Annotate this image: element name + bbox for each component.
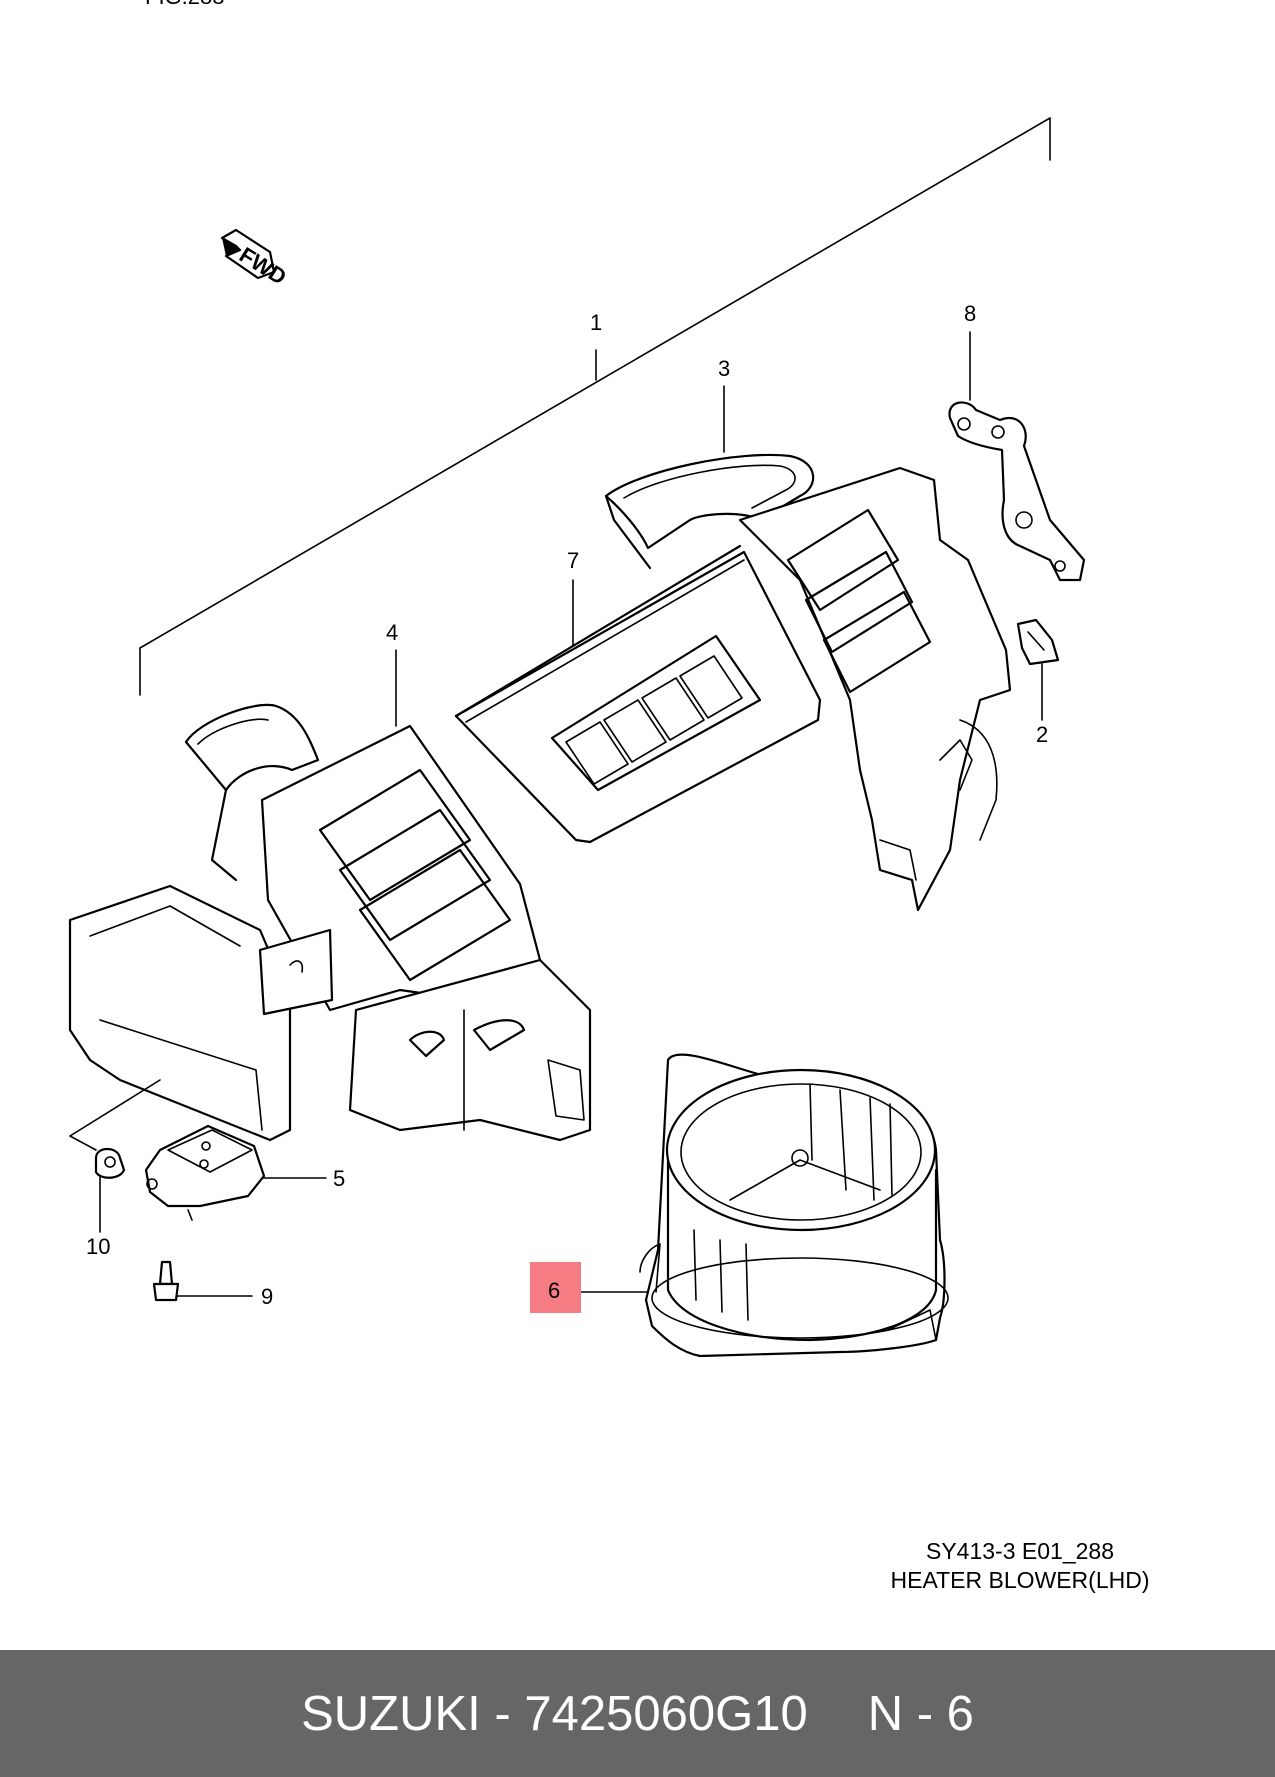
callout-6: 6: [548, 1278, 560, 1303]
callout-3: 3: [718, 356, 730, 381]
callout-9: 9: [261, 1284, 273, 1309]
part-3-upper-case: [604, 453, 815, 570]
part-5-resistor: [144, 1124, 266, 1221]
callout-8: 8: [964, 301, 976, 326]
part-9-screw: [152, 1260, 180, 1302]
callout-7: 7: [567, 548, 579, 573]
part-10-nut: [69, 1079, 161, 1179]
callout-4: 4: [386, 620, 398, 645]
assembly-bracket: [139, 117, 1051, 696]
right-housing: [738, 466, 1012, 912]
footer-bar: SUZUKI - 7425060G10 N - 6: [0, 1650, 1275, 1777]
callout-1: 1: [590, 310, 602, 335]
part-4-blower-housing: [68, 703, 592, 1142]
footer-brand-part: SUZUKI - 7425060G10: [301, 1686, 808, 1741]
part-8-lever: [948, 401, 1086, 582]
part-7-cover: [454, 544, 822, 844]
diagram-title: HEATER BLOWER(LHD): [890, 1567, 1150, 1593]
callout-2: 2: [1036, 722, 1048, 747]
header-fragment: FIG.288: [145, 0, 224, 9]
part-6-blower-fan: [639, 1053, 949, 1358]
leader-lines: [99, 331, 1043, 1297]
part-2-clip: [1016, 618, 1060, 666]
callout-5: 5: [333, 1166, 345, 1191]
diagram-code: SY413-3 E01_288: [926, 1538, 1114, 1564]
fwd-arrow-icon: FWD: [220, 228, 291, 290]
callout-10: 10: [86, 1234, 110, 1259]
callout-6-highlight: 6: [530, 1262, 581, 1313]
footer-position: N - 6: [867, 1686, 974, 1741]
parts-diagram: FIG.288 FWD 1 3 8 7 4 2 5 10 9: [68, 0, 1086, 1358]
